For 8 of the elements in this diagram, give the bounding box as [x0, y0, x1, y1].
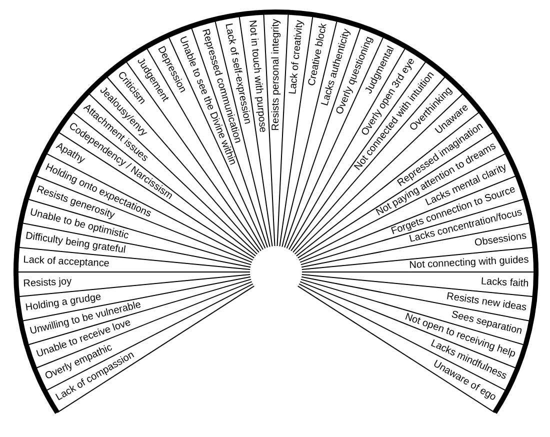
sector-label: Lacks faith — [480, 276, 529, 290]
sector-label: Lack of creativity — [288, 20, 306, 95]
sector-label: Lack of acceptance — [23, 254, 110, 270]
sector-label: Resists personal integrity — [270, 19, 282, 131]
sector-label: Obsessions — [474, 230, 528, 249]
sector-label: Resists joy — [23, 276, 72, 290]
sector-label: Creative block — [306, 22, 330, 87]
sector-label: Not connecting with guides — [409, 254, 529, 272]
